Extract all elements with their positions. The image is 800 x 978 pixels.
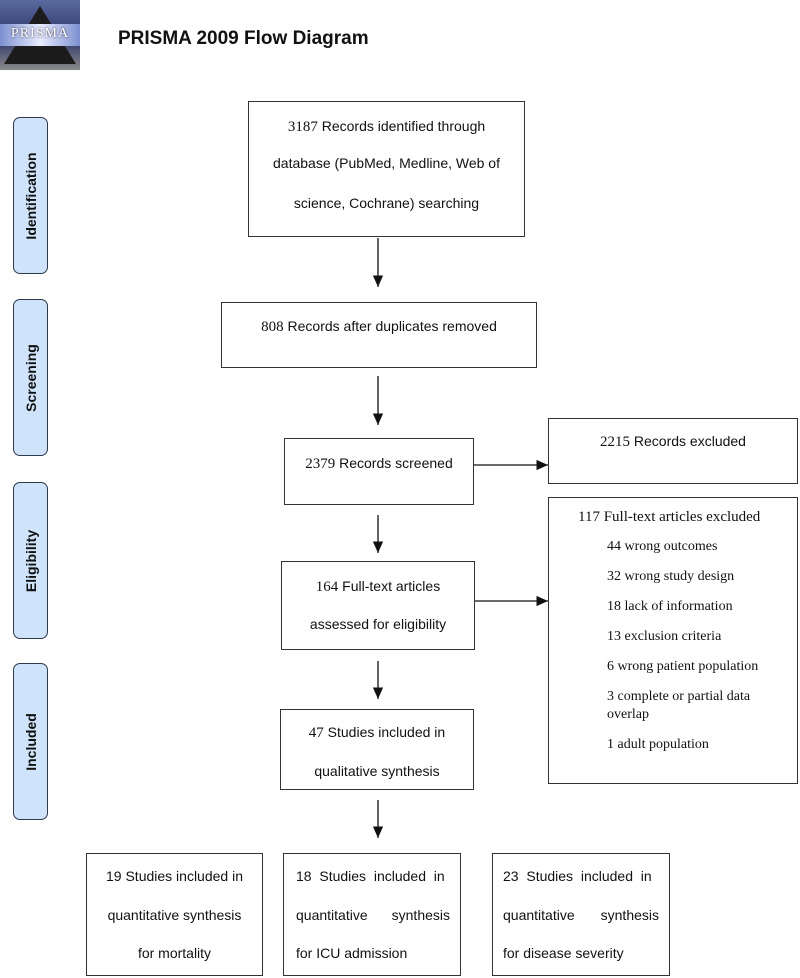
mortality-line1: 19 Studies included in <box>106 868 243 884</box>
icu-line1: 18 Studies included in <box>296 868 445 884</box>
qualitative-line1: 47 Studies included in <box>281 722 473 743</box>
qualitative-line2: qualitative synthesis <box>314 763 440 779</box>
stage-screening: Screening <box>13 299 48 456</box>
box-fulltext-assessed: 164 Full-text articles assessed for elig… <box>281 561 475 650</box>
box-quantitative-severity: 23 Studies included in quantitative synt… <box>492 853 670 976</box>
duplicates-label: Records after duplicates removed <box>283 318 497 334</box>
exclusion-reason: 3 complete or partial data <box>607 689 751 704</box>
qualitative-label1: Studies included in <box>323 724 446 740</box>
icu-line2-left: quantitative <box>296 907 368 923</box>
box-duplicates-removed: 808 Records after duplicates removed <box>221 302 537 368</box>
box-quantitative-mortality: 19 Studies included in quantitative synt… <box>86 853 263 976</box>
identified-count: 3187 <box>287 119 318 135</box>
exclusion-reason-continued: overlap <box>607 707 649 722</box>
stage-identification: Identification <box>13 117 48 274</box>
icu-line2-right: synthesis <box>391 907 450 923</box>
screened-text: 2379 Records screened <box>285 453 473 474</box>
icu-line3: for ICU admission <box>296 945 408 961</box>
qualitative-count: 47 <box>308 725 324 741</box>
box-records-screened: 2379 Records screened <box>284 438 474 505</box>
screened-count: 2379 <box>305 456 336 472</box>
exclusion-reason: 13 exclusion criteria <box>607 629 722 644</box>
mortality-line2: quantitative synthesis <box>107 907 242 923</box>
identified-line2: database (PubMed, Medline, Web of <box>273 155 500 171</box>
box-quantitative-icu: 18 Studies included in quantitative synt… <box>283 853 461 976</box>
stage-included: Included <box>13 663 48 820</box>
severity-line2-right: synthesis <box>600 907 659 923</box>
box-records-excluded: 2215 Records excluded <box>548 418 798 484</box>
fulltext-excluded-header: 117 Full-text articles excluded <box>578 509 761 525</box>
box-records-identified: 3187 Records identified through database… <box>248 101 525 237</box>
identified-text1: Records identified through <box>317 118 486 134</box>
duplicates-text: 808 Records after duplicates removed <box>222 316 536 337</box>
severity-line1: 23 Studies included in <box>503 868 652 884</box>
fulltext-label1: Full-text articles <box>338 578 441 594</box>
excluded-label: Records excluded <box>630 433 746 449</box>
exclusion-reason: 18 lack of information <box>607 599 733 614</box>
identified-line1: 3187 Records identified through <box>249 116 524 137</box>
exclusion-reason: 1 adult population <box>607 737 709 752</box>
excluded-count: 2215 <box>600 434 631 450</box>
severity-line2-left: quantitative <box>503 907 575 923</box>
exclusion-reason: 32 wrong study design <box>607 569 735 584</box>
exclusion-reason: 6 wrong patient population <box>607 659 759 674</box>
exclusion-reason: 44 wrong outcomes <box>607 539 718 554</box>
fulltext-line2: assessed for eligibility <box>309 616 447 632</box>
duplicates-count: 808 <box>261 319 284 335</box>
mortality-line3: for mortality <box>137 945 212 961</box>
fulltext-line1: 164 Full-text articles <box>282 576 474 597</box>
box-qualitative-synthesis: 47 Studies included in qualitative synth… <box>280 709 474 790</box>
identified-line3: science, Cochrane) searching <box>293 195 480 211</box>
box-fulltext-excluded: 117 Full-text articles excluded 44 wrong… <box>548 497 798 784</box>
severity-line3: for disease severity <box>503 945 624 961</box>
excluded-text: 2215 Records excluded <box>549 431 797 452</box>
logo-band <box>0 24 80 46</box>
stage-eligibility: Eligibility <box>13 482 48 639</box>
fulltext-count: 164 <box>315 579 339 595</box>
prisma-logo: PRISMA <box>0 0 80 70</box>
logo-text: PRISMA <box>10 26 70 41</box>
page-title: PRISMA 2009 Flow Diagram <box>118 28 369 49</box>
screened-label: Records screened <box>335 455 453 471</box>
